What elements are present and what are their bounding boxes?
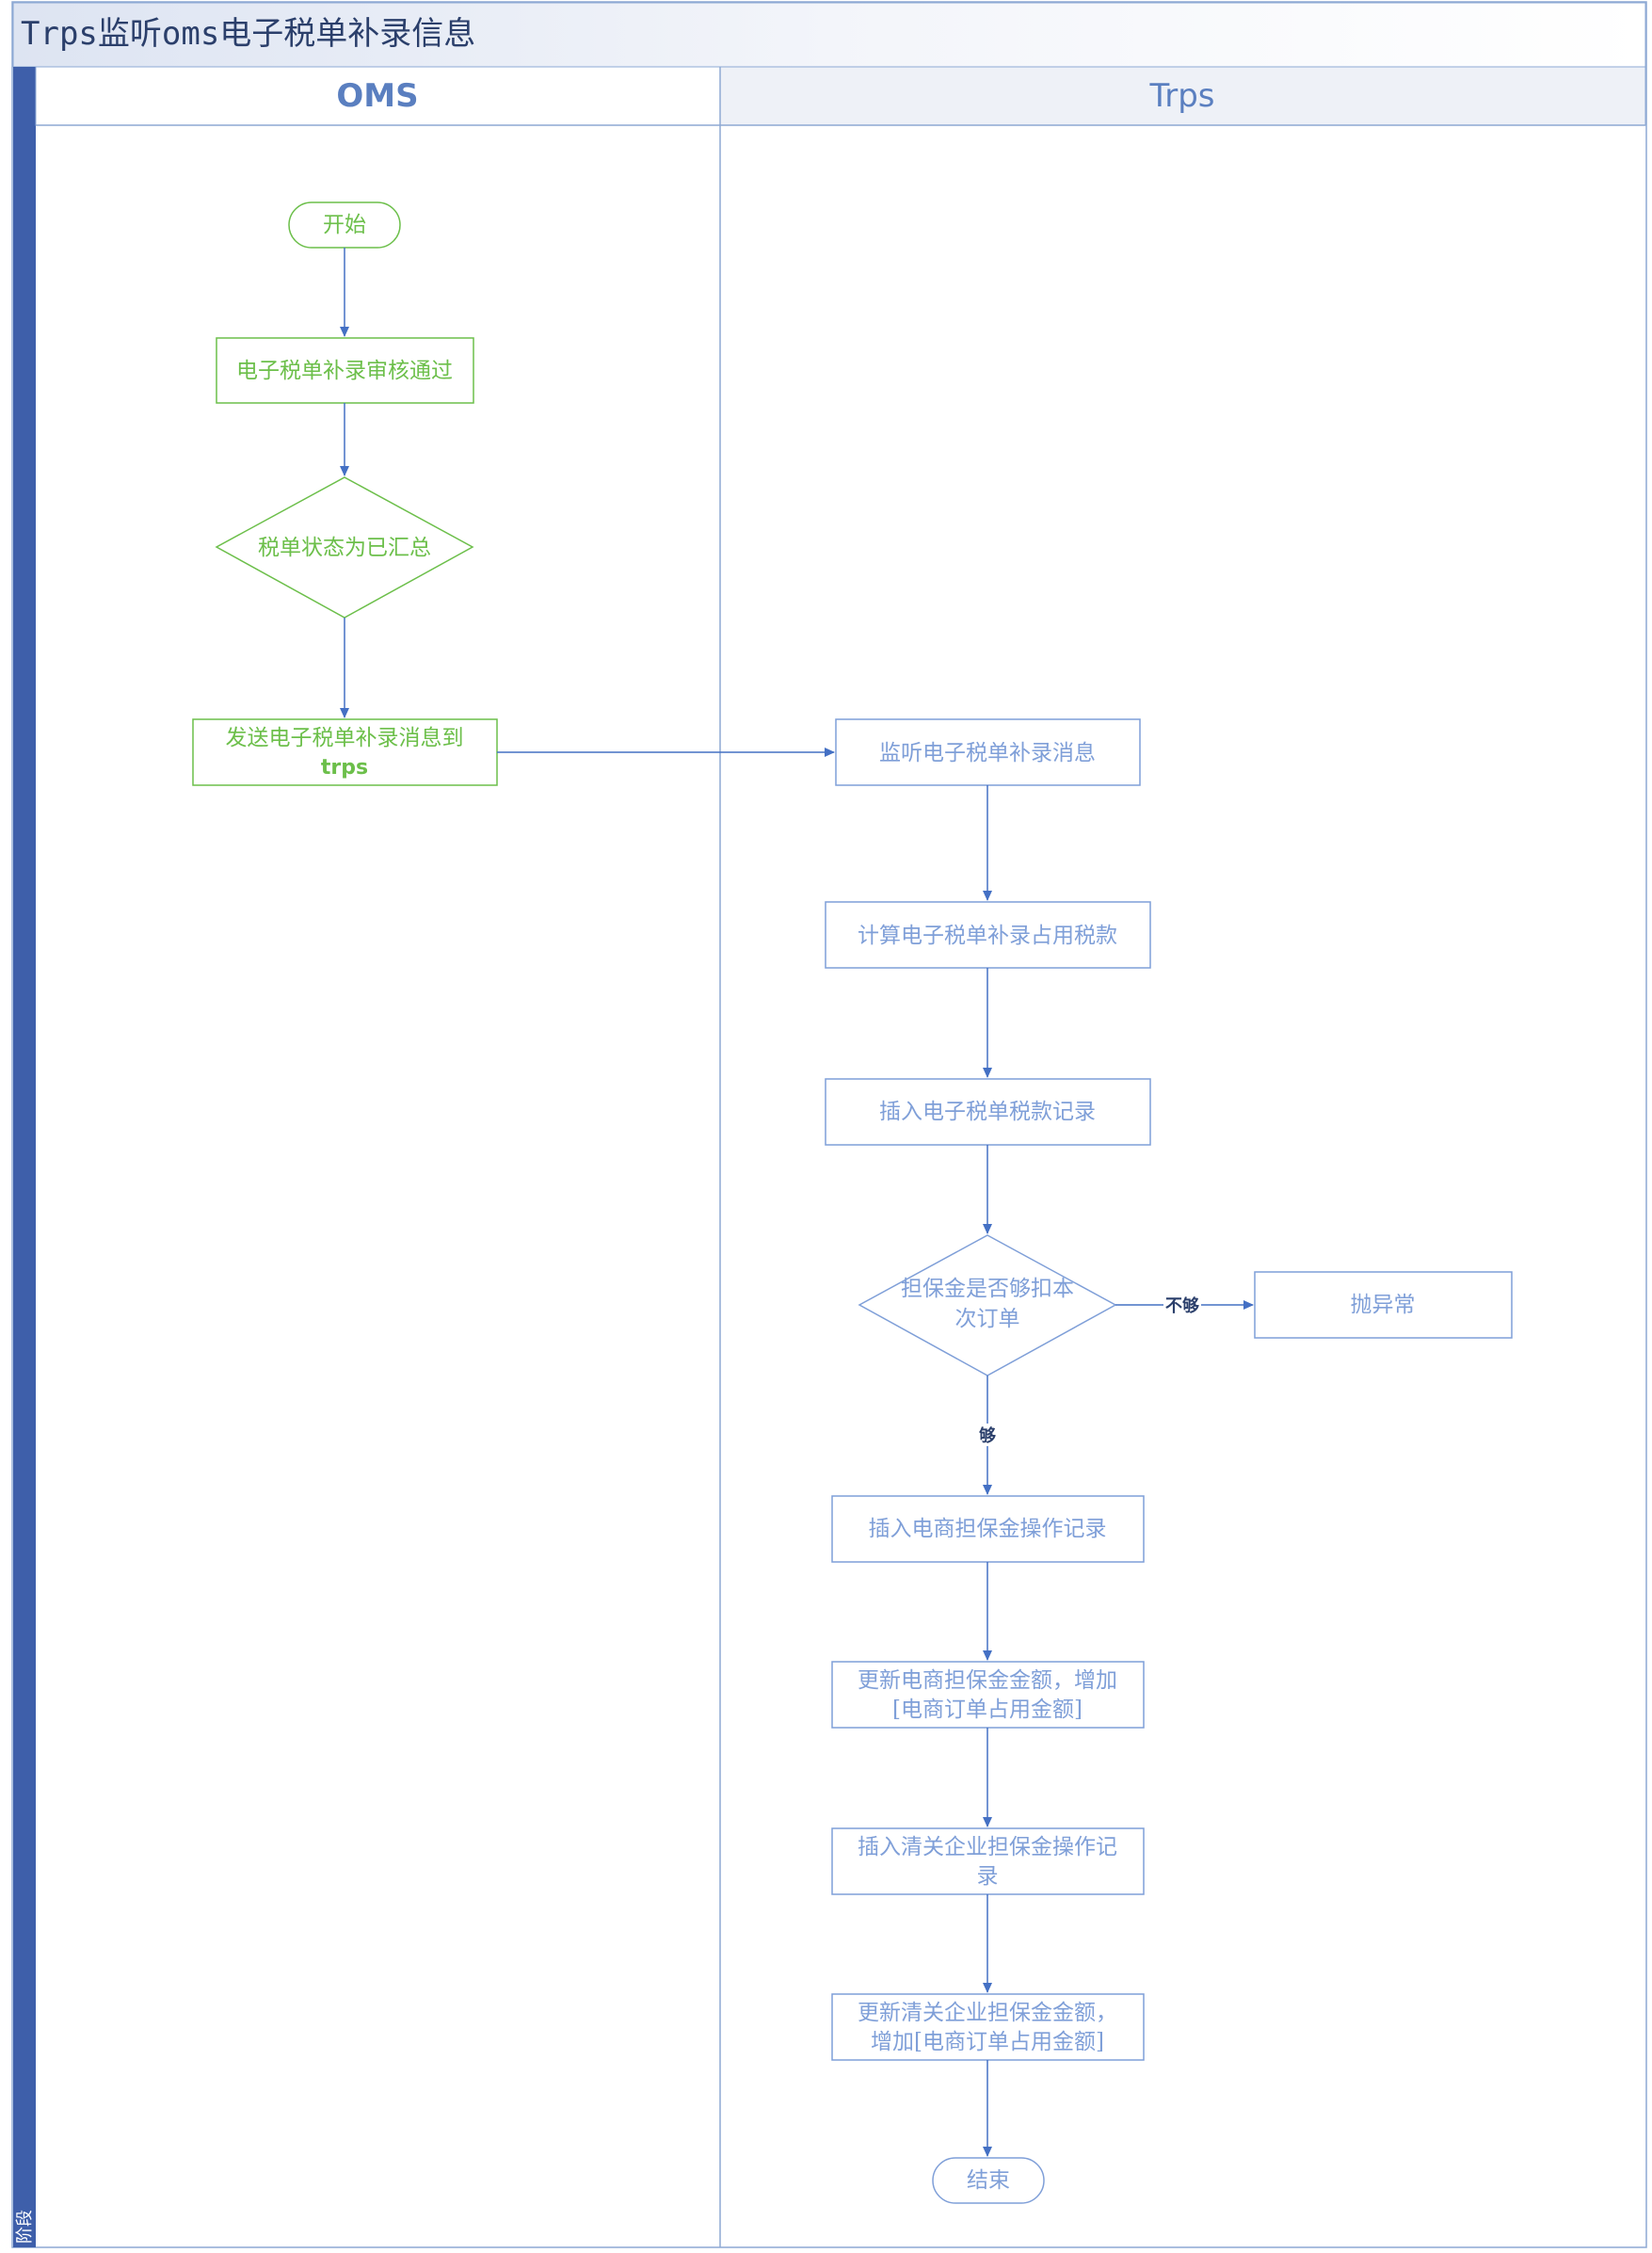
edge-label-enough: 够 [978,1425,996,1446]
trps-insert-ec-op-node [831,1495,1145,1563]
trps-listen-label: 监听电子税单补录消息 [879,741,1096,765]
trps-update-ec-label-line2: [电商订单占用金额] [892,1698,1083,1722]
trps-listen-node [835,718,1141,786]
trps-update-ec-label-line1: 更新电商担保金金额，增加 [858,1668,1117,1693]
trps-insert-ec-op-label: 插入电商担保金操作记录 [869,1517,1107,1541]
lane-header-trps-bg [719,66,1646,126]
trps-calc-node [825,901,1151,969]
oms-start-label: 开始 [323,213,366,237]
trps-update-cc-node [831,1993,1145,2061]
trps-insert-cc-op-label-line1: 插入清关企业担保金操作记 [858,1835,1117,1859]
stage-column [13,67,36,2247]
trps-calc-label: 计算电子税单补录占用税款 [858,924,1117,948]
oms-audit-pass-label: 电子税单补录审核通过 [236,359,453,383]
trps-exception-label: 抛异常 [1351,1293,1416,1317]
edge-label-not-enough-bg [1163,1294,1201,1316]
oms-audit-pass-node [216,337,474,404]
oms-status-check-label: 税单状态为已汇总 [258,536,431,560]
trps-decision-label-line1: 担保金是否够扣本 [901,1277,1074,1301]
diagram-title: Trps监听oms电子税单补录信息 [21,15,475,53]
edge-label-enough-bg [976,1424,999,1446]
trps-decision-label-line2: 次订单 [955,1307,1020,1331]
trps-end-label: 结束 [967,2168,1010,2193]
lane-header-oms-bg [35,66,721,126]
stage-label: 阶段 [15,2210,35,2244]
trps-update-ec-node [831,1661,1145,1729]
lane-header-trps: Trps [1148,77,1214,115]
title-bar [12,2,1646,68]
oms-send-message-label-line2: trps [321,756,368,780]
trps-insert-cc-op-label-line2: 录 [977,1864,999,1889]
trps-update-cc-label-line2: 增加[电商订单占用金额] [871,2030,1104,2054]
trps-update-cc-label-line1: 更新清关企业担保金金额， [858,2001,1117,2025]
trps-decision-node [858,1234,1117,1376]
trps-end-node [932,2157,1045,2204]
oms-send-message-node [192,718,498,786]
trps-insert-tax-label: 插入电子税单税款记录 [879,1100,1096,1124]
edge-label-not-enough: 不够 [1165,1295,1199,1316]
oms-send-message-label-line1: 发送电子税单补录消息到 [226,726,464,750]
trps-exception-node [1254,1271,1513,1339]
outer-frame [11,1,1647,2248]
lane-header-oms: OMS [336,77,418,115]
